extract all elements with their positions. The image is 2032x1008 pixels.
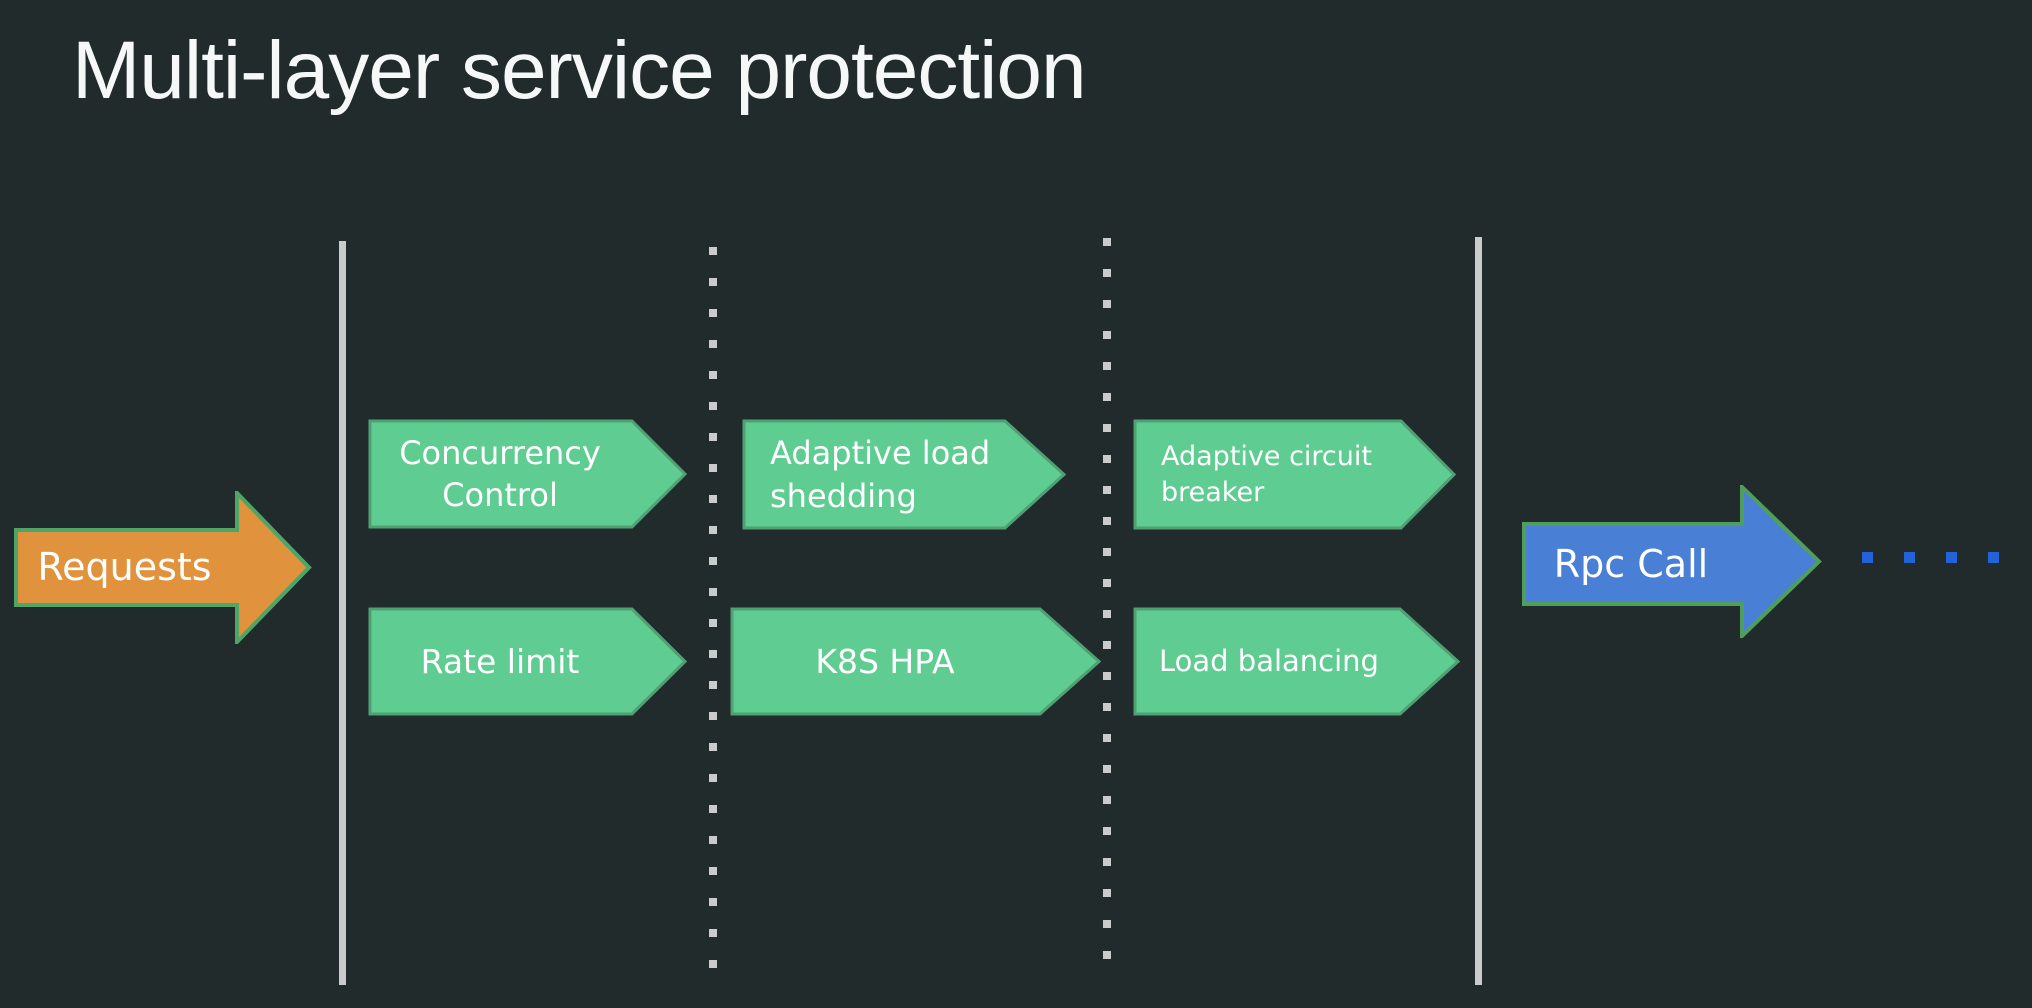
stage-pentagon-shape	[368, 607, 688, 716]
requests-arrow-label: Requests	[37, 545, 212, 590]
continuation-dot	[1946, 552, 1957, 563]
requests-arrow: Requests	[14, 491, 312, 644]
requests-arrow-icon	[14, 491, 312, 644]
stage-pentagon-shape	[1133, 419, 1457, 530]
stage-pentagon-shape	[730, 607, 1102, 716]
separator-line-solid-left	[339, 241, 346, 985]
rpc-call-arrow-label: Rpc Call	[1553, 541, 1709, 586]
stage-pentagon-icon	[368, 607, 688, 716]
rpc-call-arrow-icon	[1522, 485, 1822, 638]
rpc-continuation-dots	[1862, 552, 1999, 563]
requests-arrow-shape	[14, 491, 312, 644]
stage-label: Rate limit	[420, 641, 580, 681]
stage-pentagon-shape	[1133, 607, 1461, 716]
stage-box-adaptive-circuit-breaker: Adaptive circuit breaker	[1133, 419, 1457, 530]
stage-label: Adaptive circuit breaker	[1161, 440, 1372, 508]
slide-title: Multi-layer service protection	[72, 25, 1087, 116]
stage-pentagon-icon	[1133, 607, 1461, 716]
stage-box-k8s-hpa: K8S HPA	[730, 607, 1102, 716]
stage-label: Load balancing	[1159, 644, 1379, 679]
stage-pentagon-shape	[368, 419, 688, 529]
stage-label: K8S HPA	[815, 641, 955, 681]
stage-box-concurrency-control: Concurrency Control	[368, 419, 688, 529]
rpc-call-arrow: Rpc Call	[1522, 485, 1822, 638]
stage-pentagon-shape	[742, 419, 1067, 530]
stage-box-rate-limit: Rate limit	[368, 607, 688, 716]
continuation-dot	[1988, 552, 1999, 563]
stage-pentagon-icon	[730, 607, 1102, 716]
separator-line-dotted-1	[709, 247, 717, 969]
separator-line-solid-right	[1475, 237, 1482, 985]
stage-box-adaptive-load-shedding: Adaptive load shedding	[742, 419, 1067, 530]
rpc-call-arrow-shape	[1522, 485, 1822, 638]
stage-label: Concurrency Control	[399, 433, 601, 514]
stage-pentagon-icon	[368, 419, 688, 529]
continuation-dot	[1904, 552, 1915, 563]
stage-box-load-balancing: Load balancing	[1133, 607, 1461, 716]
stage-pentagon-icon	[742, 419, 1067, 530]
stage-pentagon-icon	[1133, 419, 1457, 530]
separator-line-dotted-2	[1103, 238, 1111, 965]
stage-label: Adaptive load shedding	[770, 434, 991, 515]
continuation-dot	[1862, 552, 1873, 563]
